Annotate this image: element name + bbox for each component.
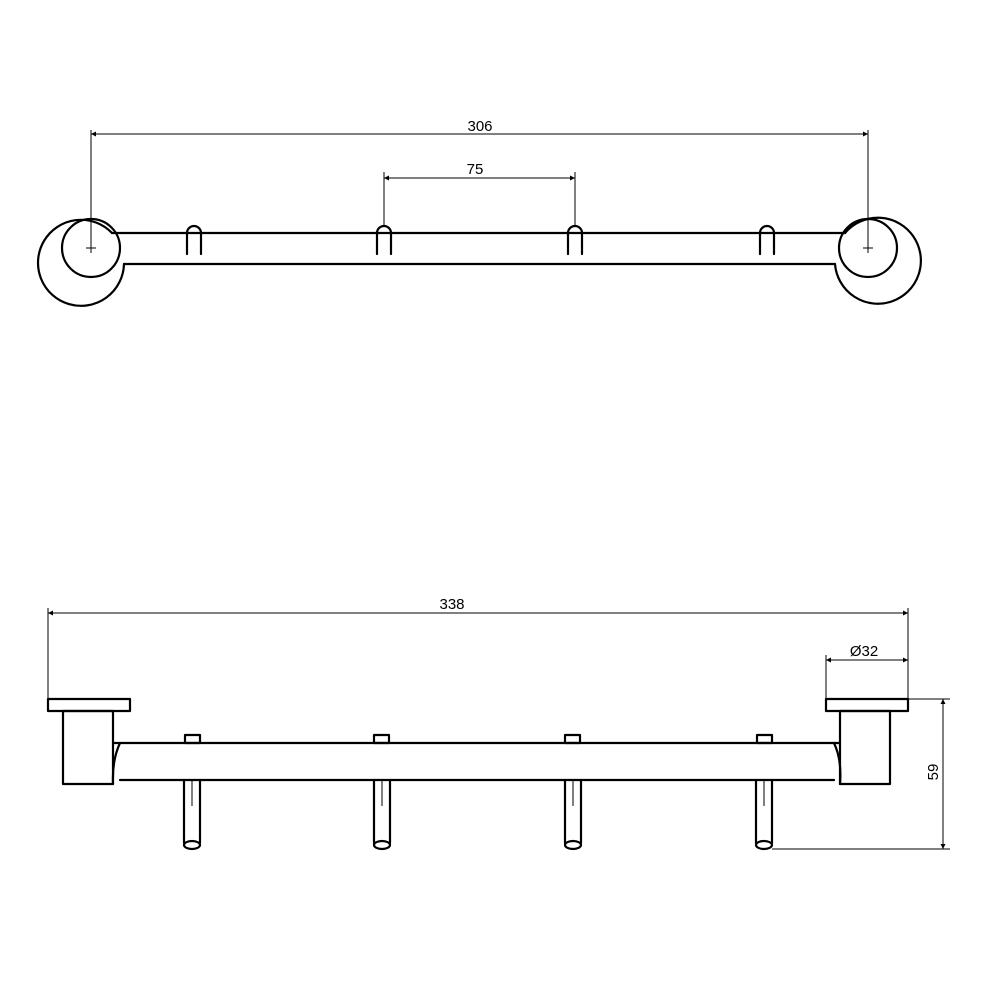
front-rail: [111, 741, 842, 786]
dim-59-label: 59: [925, 764, 942, 781]
dim-306: 306: [90, 118, 869, 248]
front-hook-2: [372, 733, 392, 851]
top-rail: [110, 231, 847, 266]
dim-75: 75: [383, 161, 576, 226]
top-hook-3: [566, 224, 584, 256]
top-left-rosette: [36, 217, 126, 307]
dim-75-label: 75: [467, 161, 484, 178]
dim-306-label: 306: [467, 118, 492, 135]
top-hook-1: [185, 224, 203, 256]
front-left-plate: [46, 697, 132, 786]
top-view: 306 75: [36, 118, 922, 307]
dim-338-label: 338: [439, 596, 464, 613]
top-hook-2: [375, 224, 393, 256]
dim-338: 338: [47, 596, 909, 699]
top-hook-4: [758, 224, 776, 256]
top-right-rosette: [833, 216, 922, 305]
front-hook-1: [182, 733, 202, 851]
dim-59: 59: [772, 698, 950, 850]
front-hook-3: [563, 733, 583, 851]
dim-diameter-32: Ø32: [825, 643, 908, 699]
front-hook-4: [754, 733, 774, 851]
dim-diameter-32-label: Ø32: [850, 643, 878, 660]
front-right-plate: [824, 697, 910, 786]
front-view: 338 Ø32 59: [46, 596, 950, 851]
